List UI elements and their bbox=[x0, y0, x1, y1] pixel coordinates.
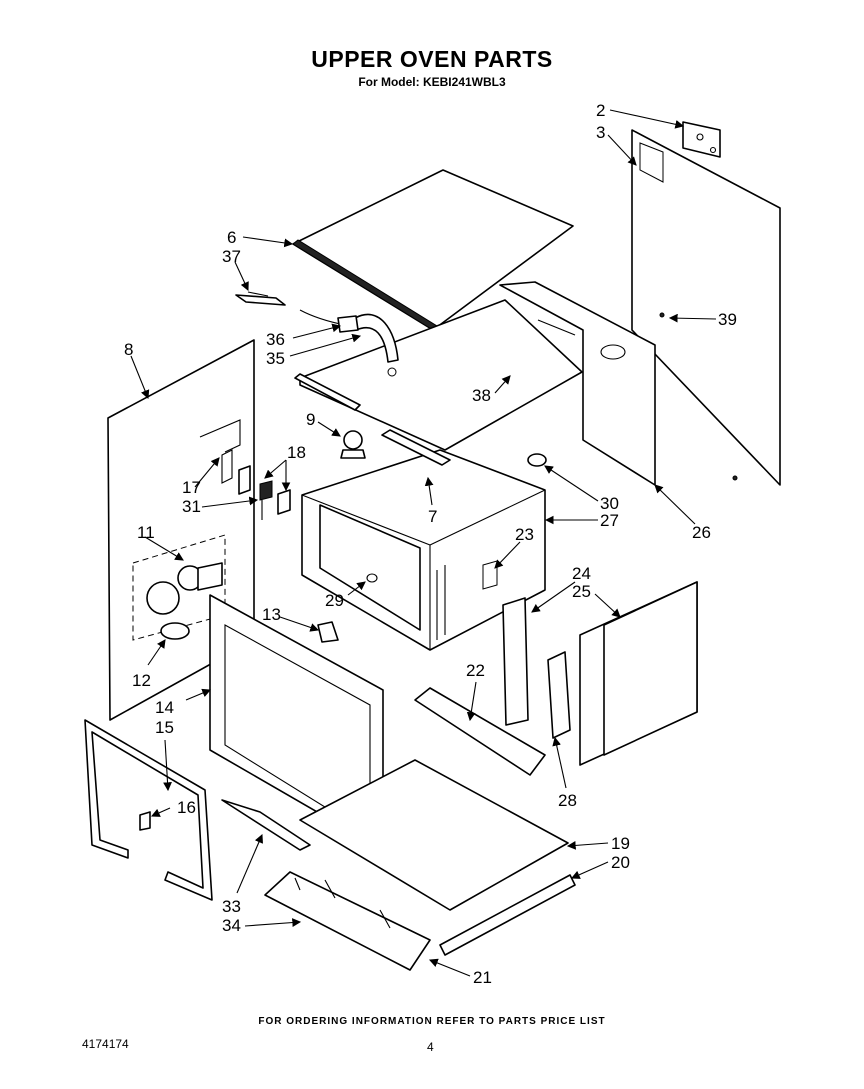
part-27-oven-cavity bbox=[301, 449, 546, 651]
callout-18: 18 bbox=[287, 443, 306, 462]
callout-29: 29 bbox=[325, 591, 344, 610]
document-number: 4174174 bbox=[82, 1037, 129, 1051]
part-24-bracket bbox=[502, 597, 529, 726]
callout-39: 39 bbox=[718, 310, 737, 329]
part-34-front-trim bbox=[264, 871, 431, 971]
part-35-36-wire-and-tube bbox=[299, 309, 399, 363]
part-15-door-gasket bbox=[84, 719, 213, 901]
callout-19: 19 bbox=[611, 834, 630, 853]
callout-17: 17 bbox=[182, 478, 201, 497]
callout-23: 23 bbox=[515, 525, 534, 544]
callout-3: 3 bbox=[596, 123, 605, 142]
callout-35: 35 bbox=[266, 349, 285, 368]
page-number: 4 bbox=[427, 1040, 434, 1054]
page-title: UPPER OVEN PARTS bbox=[311, 46, 553, 72]
callout-9: 9 bbox=[306, 410, 315, 429]
part-26-right-side-panel bbox=[631, 129, 781, 486]
callout-6: 6 bbox=[227, 228, 236, 247]
part-7-rail bbox=[294, 373, 451, 466]
part-28-hinge bbox=[547, 651, 571, 739]
callout-30: 30 bbox=[600, 494, 619, 513]
callout-21: 21 bbox=[473, 968, 492, 987]
callout-28: 28 bbox=[558, 791, 577, 810]
callout-36: 36 bbox=[266, 330, 285, 349]
callout-27: 27 bbox=[600, 511, 619, 530]
part-20-rail bbox=[439, 874, 576, 956]
callout-20: 20 bbox=[611, 853, 630, 872]
model-subtitle: For Model: KEBI241WBL3 bbox=[358, 75, 506, 89]
callout-33: 33 bbox=[222, 897, 241, 916]
callout-7: 7 bbox=[428, 507, 437, 526]
callout-31: 31 bbox=[182, 497, 201, 516]
part-38-heat-shield bbox=[299, 281, 656, 486]
part-2-bracket bbox=[682, 121, 721, 158]
part-11-motor-and-12-lamp bbox=[146, 562, 223, 640]
callout-26: 26 bbox=[692, 523, 711, 542]
callout-22: 22 bbox=[466, 661, 485, 680]
callout-24: 24 bbox=[572, 564, 591, 583]
callout-2: 2 bbox=[596, 101, 605, 120]
callout-12: 12 bbox=[132, 671, 151, 690]
part-37-bracket bbox=[235, 291, 286, 306]
part-30-plug bbox=[527, 453, 547, 467]
callout-37: 37 bbox=[222, 247, 241, 266]
callout-16: 16 bbox=[177, 798, 196, 817]
callout-14: 14 bbox=[155, 698, 174, 717]
part-22-support bbox=[414, 687, 546, 776]
callout-38: 38 bbox=[472, 386, 491, 405]
leader-lines bbox=[130, 109, 717, 977]
part-6-top-panel bbox=[292, 169, 574, 331]
part-25-panel bbox=[579, 581, 698, 766]
callout-13: 13 bbox=[262, 605, 281, 624]
callout-15: 15 bbox=[155, 718, 174, 737]
callout-labels: 2 3 6 37 39 36 35 8 38 9 18 17 31 7 30 2… bbox=[124, 101, 737, 987]
callout-25: 25 bbox=[572, 582, 591, 601]
callout-11: 11 bbox=[137, 523, 155, 542]
callout-34: 34 bbox=[222, 916, 241, 935]
ordering-note: FOR ORDERING INFORMATION REFER TO PARTS … bbox=[258, 1016, 606, 1027]
part-13-clip bbox=[317, 621, 339, 643]
part-33-strip bbox=[221, 799, 311, 851]
part-16-clip bbox=[139, 811, 151, 831]
part-17-18-31-switches bbox=[238, 465, 291, 520]
part-9-fitting bbox=[340, 430, 366, 459]
callout-8: 8 bbox=[124, 340, 133, 359]
